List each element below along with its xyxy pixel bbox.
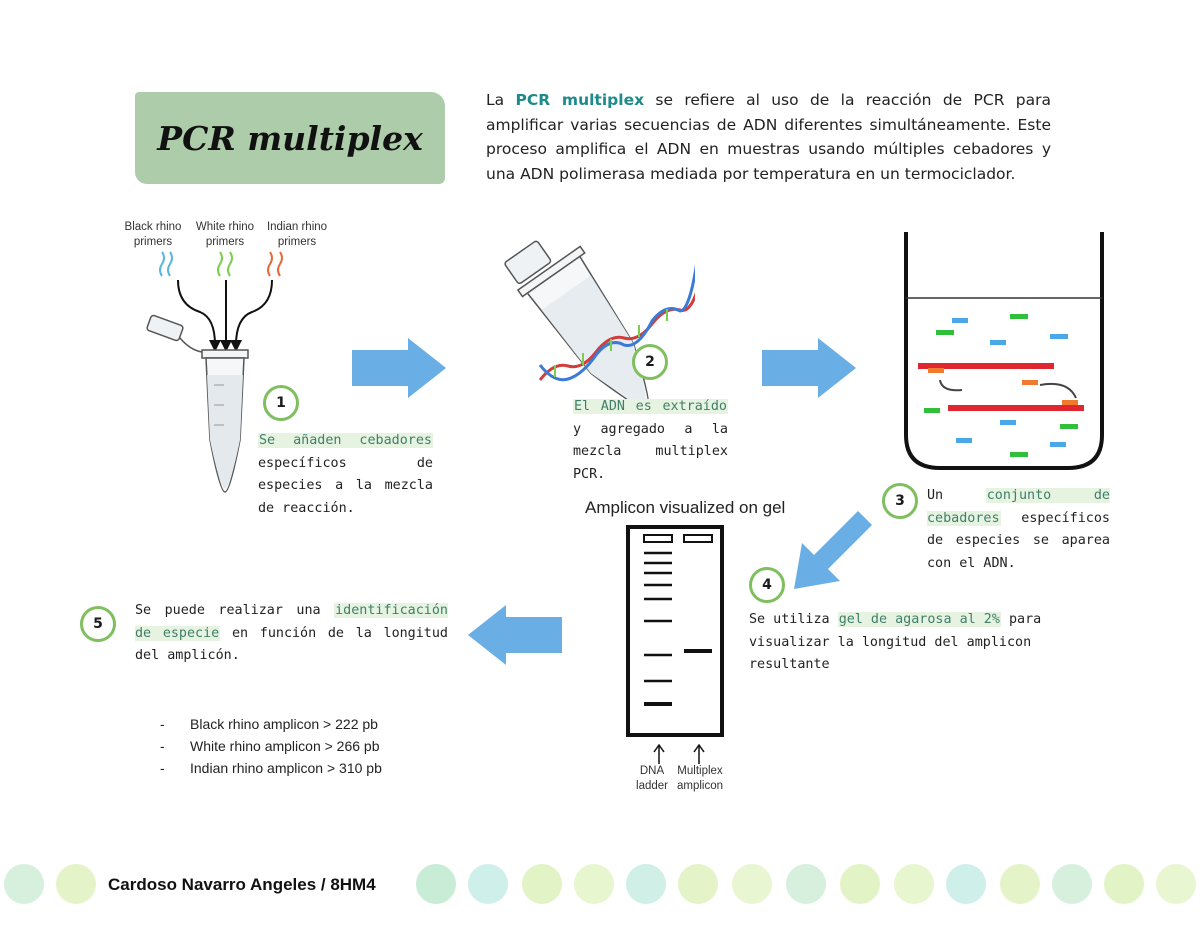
decorative-dot (1156, 864, 1196, 904)
decorative-dot (574, 864, 614, 904)
step-1-rest: específicos de especies a la mezcla de r… (258, 455, 433, 516)
tube-with-primers-illustration (146, 251, 283, 493)
decorative-dot (946, 864, 986, 904)
author-footer: Cardoso Navarro Angeles / 8HM4 (108, 875, 376, 894)
step-4-badge: 4 (749, 567, 785, 603)
primer-label-white: White rhino primers (195, 221, 255, 248)
decorative-dot (894, 864, 934, 904)
step-1-badge: 1 (263, 385, 299, 421)
list-item: -Indian rhino amplicon > 310 pb (160, 760, 382, 776)
step-1-text: Se añaden cebadores específicos de espec… (258, 430, 433, 520)
step-5-pre: Se puede realizar una (135, 603, 335, 618)
reaction-vessel-illustration (904, 232, 1104, 470)
gel-lane-arrows (653, 743, 705, 764)
gel-illustration (626, 525, 724, 737)
step-5-rest: en función de la longitud del amplicón. (135, 625, 448, 664)
step-4-rest: para visualizar la longitud del amplicon… (749, 612, 1042, 672)
primer-label-indian: Indian rhino primers (266, 221, 328, 248)
flow-arrow-2 (762, 338, 856, 398)
decorative-dot (56, 864, 96, 904)
decorative-dot (1000, 864, 1040, 904)
step-3-badge: 3 (882, 483, 918, 519)
decorative-dot (840, 864, 880, 904)
intro-highlight: PCR multiplex (515, 91, 645, 109)
step-3-pre: Un (927, 488, 986, 503)
decorative-dot (4, 864, 44, 904)
decorative-dot (416, 864, 456, 904)
intro-paragraph: La PCR multiplex se refiere al uso de la… (486, 88, 1051, 186)
step-3-rest: específicos de especies se aparea con el… (927, 510, 1110, 571)
decorative-dot (1104, 864, 1144, 904)
gel-lane-label-ladder: DNA ladder (636, 765, 668, 792)
step-5-badge: 5 (80, 606, 116, 642)
page-title: PCR multiplex (157, 118, 423, 158)
step-5-text: Se puede realizar una identificación de … (135, 600, 448, 668)
flow-arrow-3 (794, 511, 872, 589)
gel-title: Amplicon visualized on gel (585, 498, 786, 517)
amplicon-list: -Black rhino amplicon > 222 pb -White rh… (160, 713, 382, 779)
step-2-highlight: El ADN es extraído (573, 399, 728, 414)
intro-rest: se refiere al uso de la reacción de PCR … (486, 91, 1051, 183)
step-3-text: Un conjunto de cebadores específicos de … (927, 485, 1110, 575)
decorative-dot (468, 864, 508, 904)
decorative-dot (522, 864, 562, 904)
title-background (135, 92, 445, 184)
decorative-dot (1052, 864, 1092, 904)
intro-prefix: La (486, 91, 516, 109)
gel-lane-label-multiplex: Multiplex amplicon (676, 765, 724, 792)
list-item: -Black rhino amplicon > 222 pb (160, 716, 378, 732)
step-2-text: El ADN es extraído y agregado a la mezcl… (573, 396, 728, 486)
flow-arrow-4 (468, 605, 562, 665)
primer-label-black: Black rhino primers (124, 221, 182, 248)
decorative-dot (626, 864, 666, 904)
flow-arrow-1 (352, 338, 446, 398)
step-4-pre: Se utiliza (749, 612, 838, 627)
decorative-dot (678, 864, 718, 904)
step-4-highlight: gel de agarosa al 2% (837, 612, 1001, 627)
list-item: -White rhino amplicon > 266 pb (160, 738, 380, 754)
step-1-highlight: Se añaden cebadores (258, 433, 433, 448)
decorative-dot (732, 864, 772, 904)
decorative-dot (786, 864, 826, 904)
step-2-rest: y agregado a la mezcla multiplex PCR. (573, 421, 728, 482)
step-4-text: Se utiliza gel de agarosa al 2% para vis… (749, 609, 1069, 677)
tube-with-dna-illustration (504, 240, 695, 411)
step-2-badge: 2 (632, 344, 668, 380)
